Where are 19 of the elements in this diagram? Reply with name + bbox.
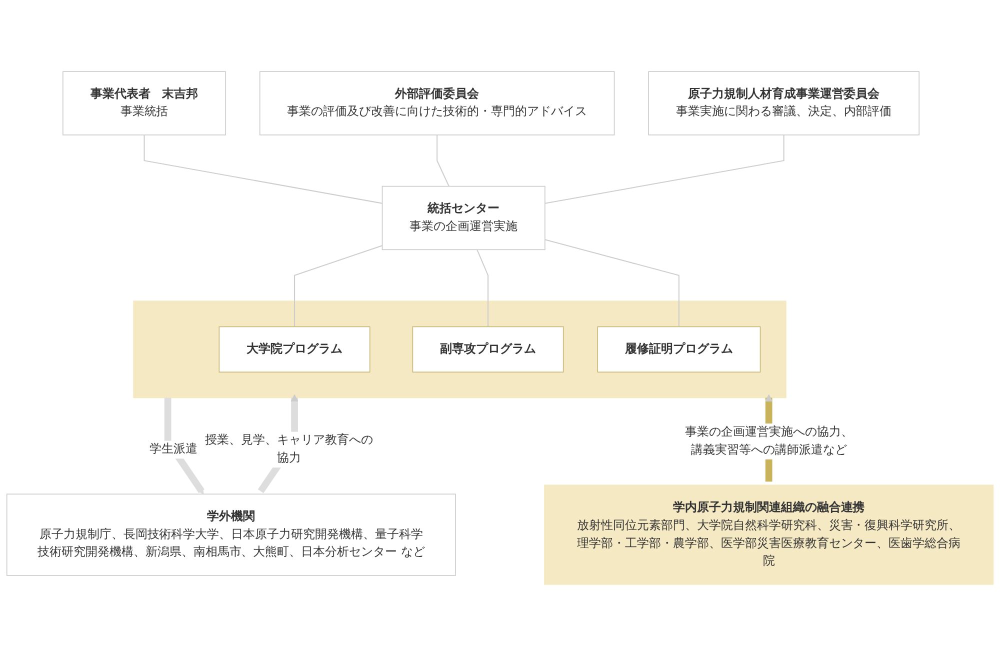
- connector: [144, 134, 382, 204]
- node-box: 学内原子力規制関連組織の融合連携 放射性同位元素部門、大学院自然科学研究科、災害・復興科学研究所、理学部・工学部・農学部、医学部災害医療教育センター、医歯学総合病院: [544, 484, 994, 585]
- node-box: 副専攻プログラム: [412, 326, 564, 373]
- connector: [476, 249, 489, 327]
- node-box: 統括センター 事業の企画運営実施: [382, 186, 546, 250]
- cluster: [133, 300, 786, 398]
- connector: [294, 245, 382, 327]
- node-box: 大学院プログラム: [218, 326, 370, 373]
- node-box: 履修証明プログラム: [597, 326, 761, 373]
- node-box: 学外機関 原子力規制庁、長岡技術科学大学、日本原子力研究開発機構、量子科学技術研究開発機構、新潟県、南相馬市、大熊町、日本分析センター など: [6, 494, 456, 576]
- node-box: 事業代表者 末吉邦 事業統括: [62, 71, 226, 136]
- connector: [436, 134, 450, 187]
- edge-label: 授業、見学、キャリア教育への協力: [205, 433, 373, 466]
- edge-label: 学生派遣: [149, 442, 198, 456]
- node-box: 外部評価委員会 事業の評価及び改善に向けた技術的・専門的アドバイス: [259, 71, 615, 136]
- connector: [544, 134, 784, 204]
- node-box: 原子力規制人材育成事業運営委員会 事業実施に関わる審議、決定、内部評価: [648, 71, 920, 136]
- edge-label: 事業の企画運営実施への協力、講義実習等への講師派遣など: [684, 425, 853, 457]
- connector: [544, 239, 680, 327]
